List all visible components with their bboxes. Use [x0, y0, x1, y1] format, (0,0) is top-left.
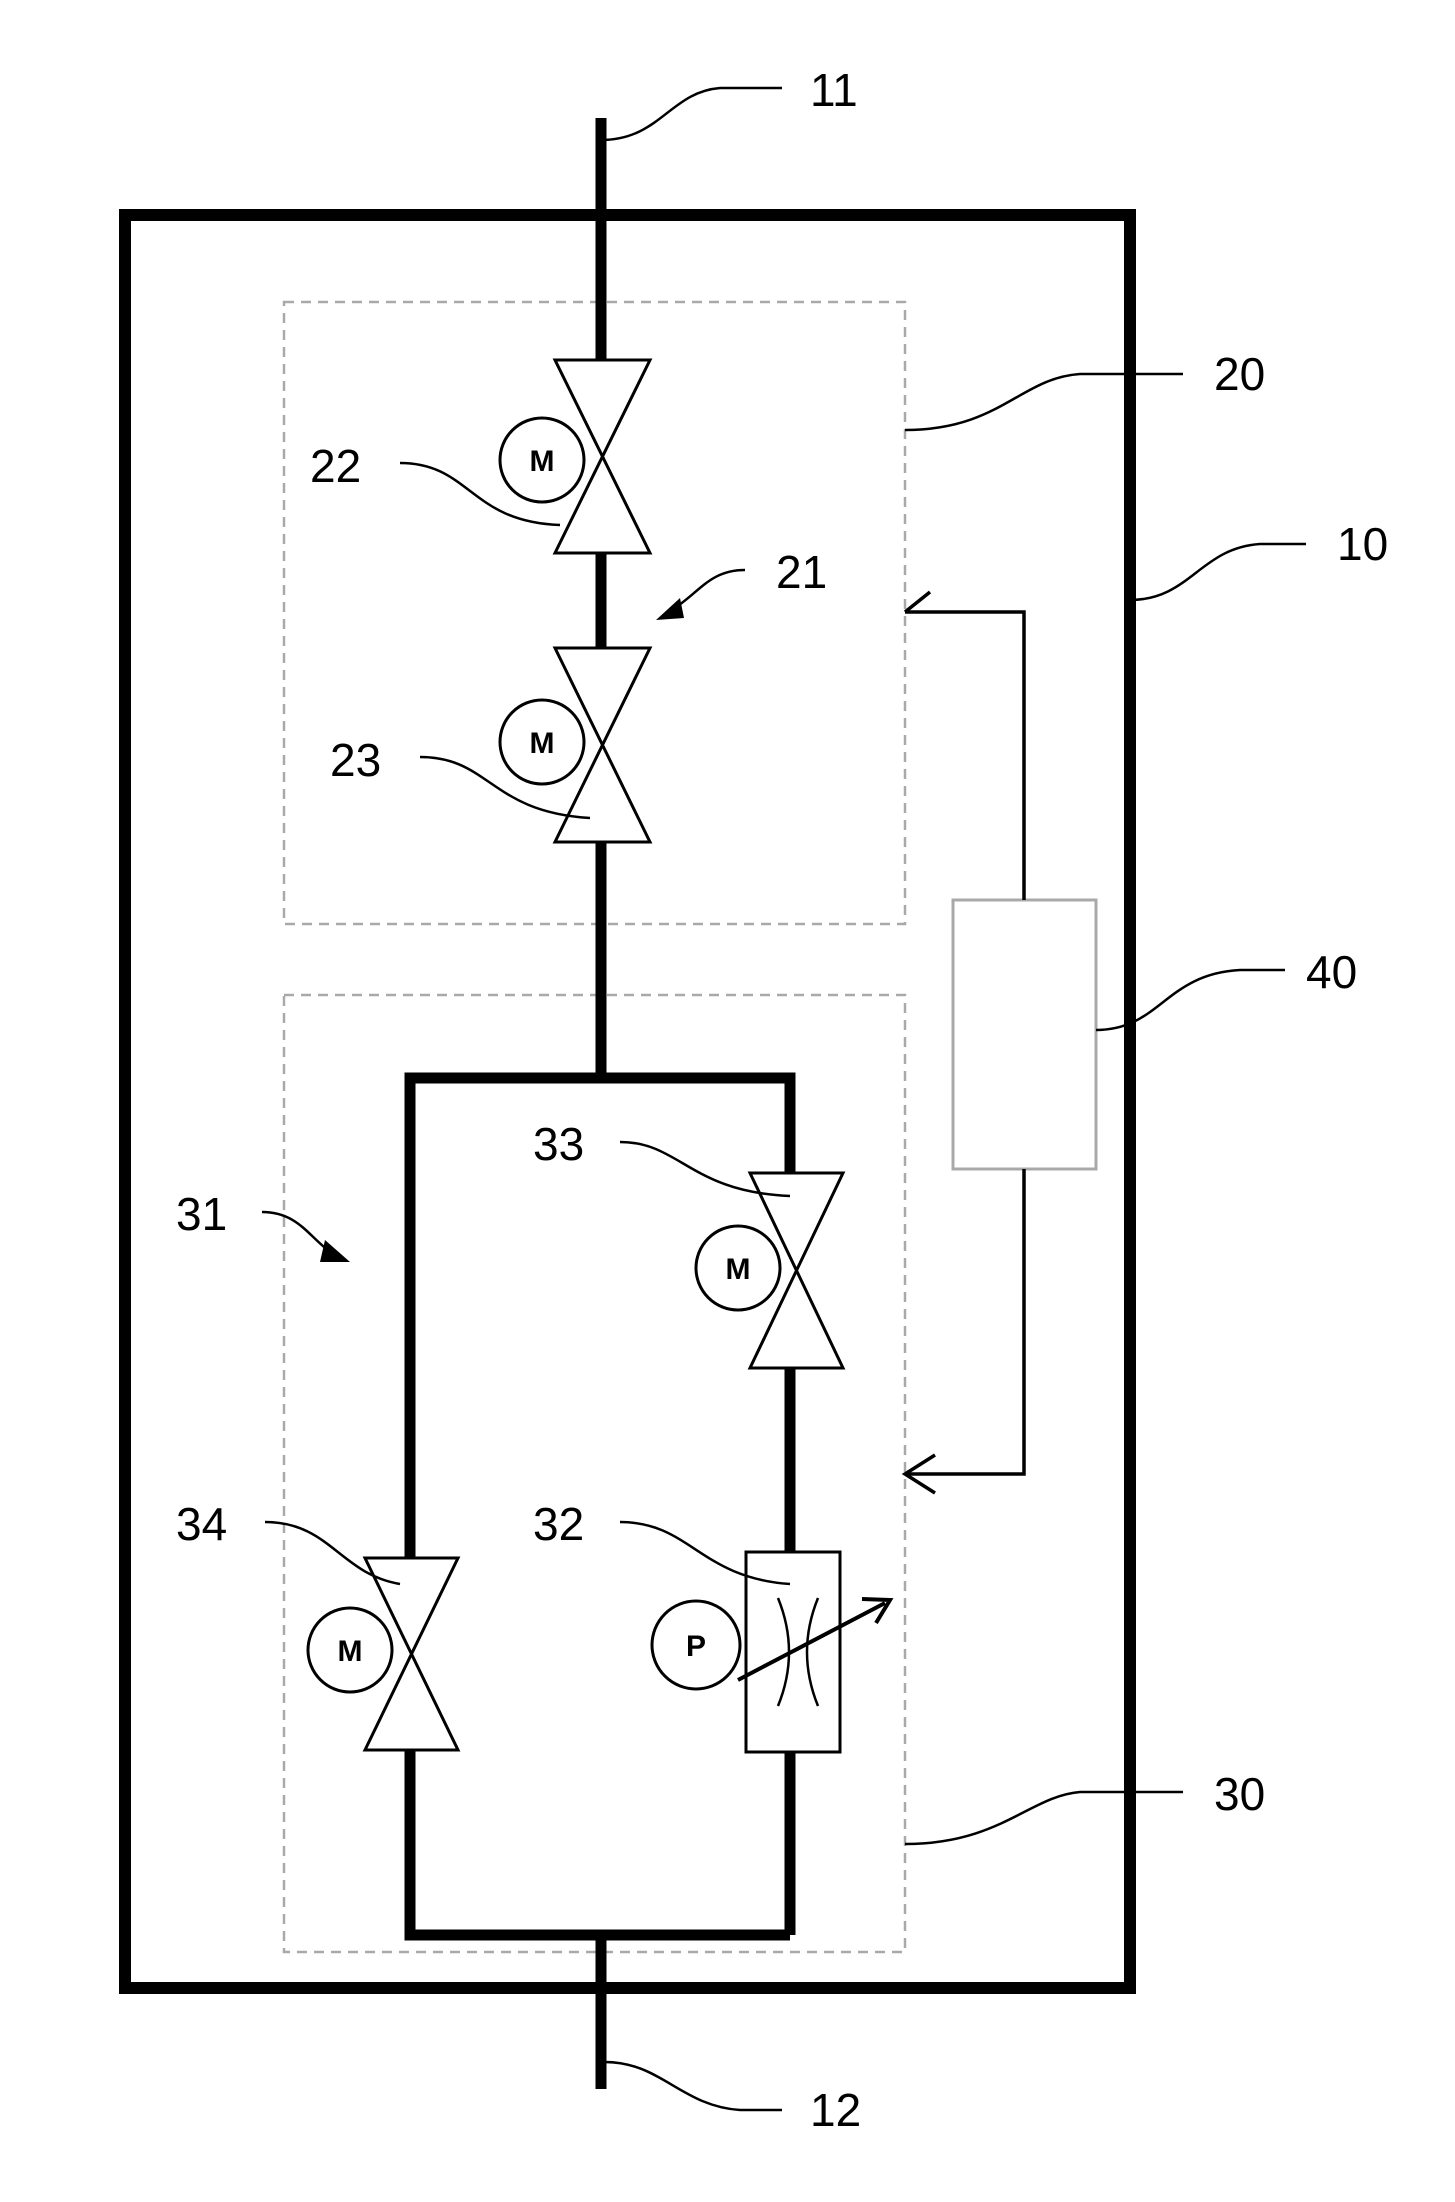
label-20: 20 — [1214, 348, 1265, 400]
label-23: 23 — [330, 734, 381, 786]
label-33: 33 — [533, 1118, 584, 1170]
leader-12 — [601, 2062, 782, 2110]
label-40: 40 — [1306, 946, 1357, 998]
label-32: 32 — [533, 1498, 584, 1550]
signal-line-to-module-30 — [905, 1169, 1024, 1474]
pointer-21-arrowhead — [656, 598, 684, 620]
label-31: 31 — [176, 1188, 227, 1240]
label-21: 21 — [776, 546, 827, 598]
pointer-31 — [262, 1212, 334, 1254]
label-22: 22 — [310, 440, 361, 492]
regulator-32-pneumatic-symbol: P — [686, 1630, 706, 1663]
pointer-31-arrowhead — [320, 1240, 350, 1262]
valve-22-motor-symbol: M — [530, 445, 555, 478]
signal-arrowhead-module-20 — [905, 592, 930, 612]
controller-box — [953, 900, 1096, 1169]
label-34: 34 — [176, 1498, 227, 1550]
valve-34-motor-symbol: M — [338, 1635, 363, 1668]
label-30: 30 — [1214, 1768, 1265, 1820]
label-10: 10 — [1337, 518, 1388, 570]
module-30-boundary — [284, 995, 905, 1952]
label-11: 11 — [810, 64, 858, 116]
valve-33-motor-symbol: M — [726, 1253, 751, 1286]
leader-10 — [1130, 544, 1306, 600]
branch-left-upper — [410, 1078, 790, 1558]
valve-23-motor-symbol: M — [530, 727, 555, 760]
branch-left-lower — [410, 1750, 790, 1935]
leader-11 — [601, 88, 782, 140]
leader-30 — [905, 1792, 1183, 1844]
pointer-21 — [672, 570, 745, 610]
signal-line-to-module-20 — [905, 612, 1024, 900]
label-12: 12 — [810, 2084, 861, 2136]
leader-20 — [905, 374, 1183, 430]
